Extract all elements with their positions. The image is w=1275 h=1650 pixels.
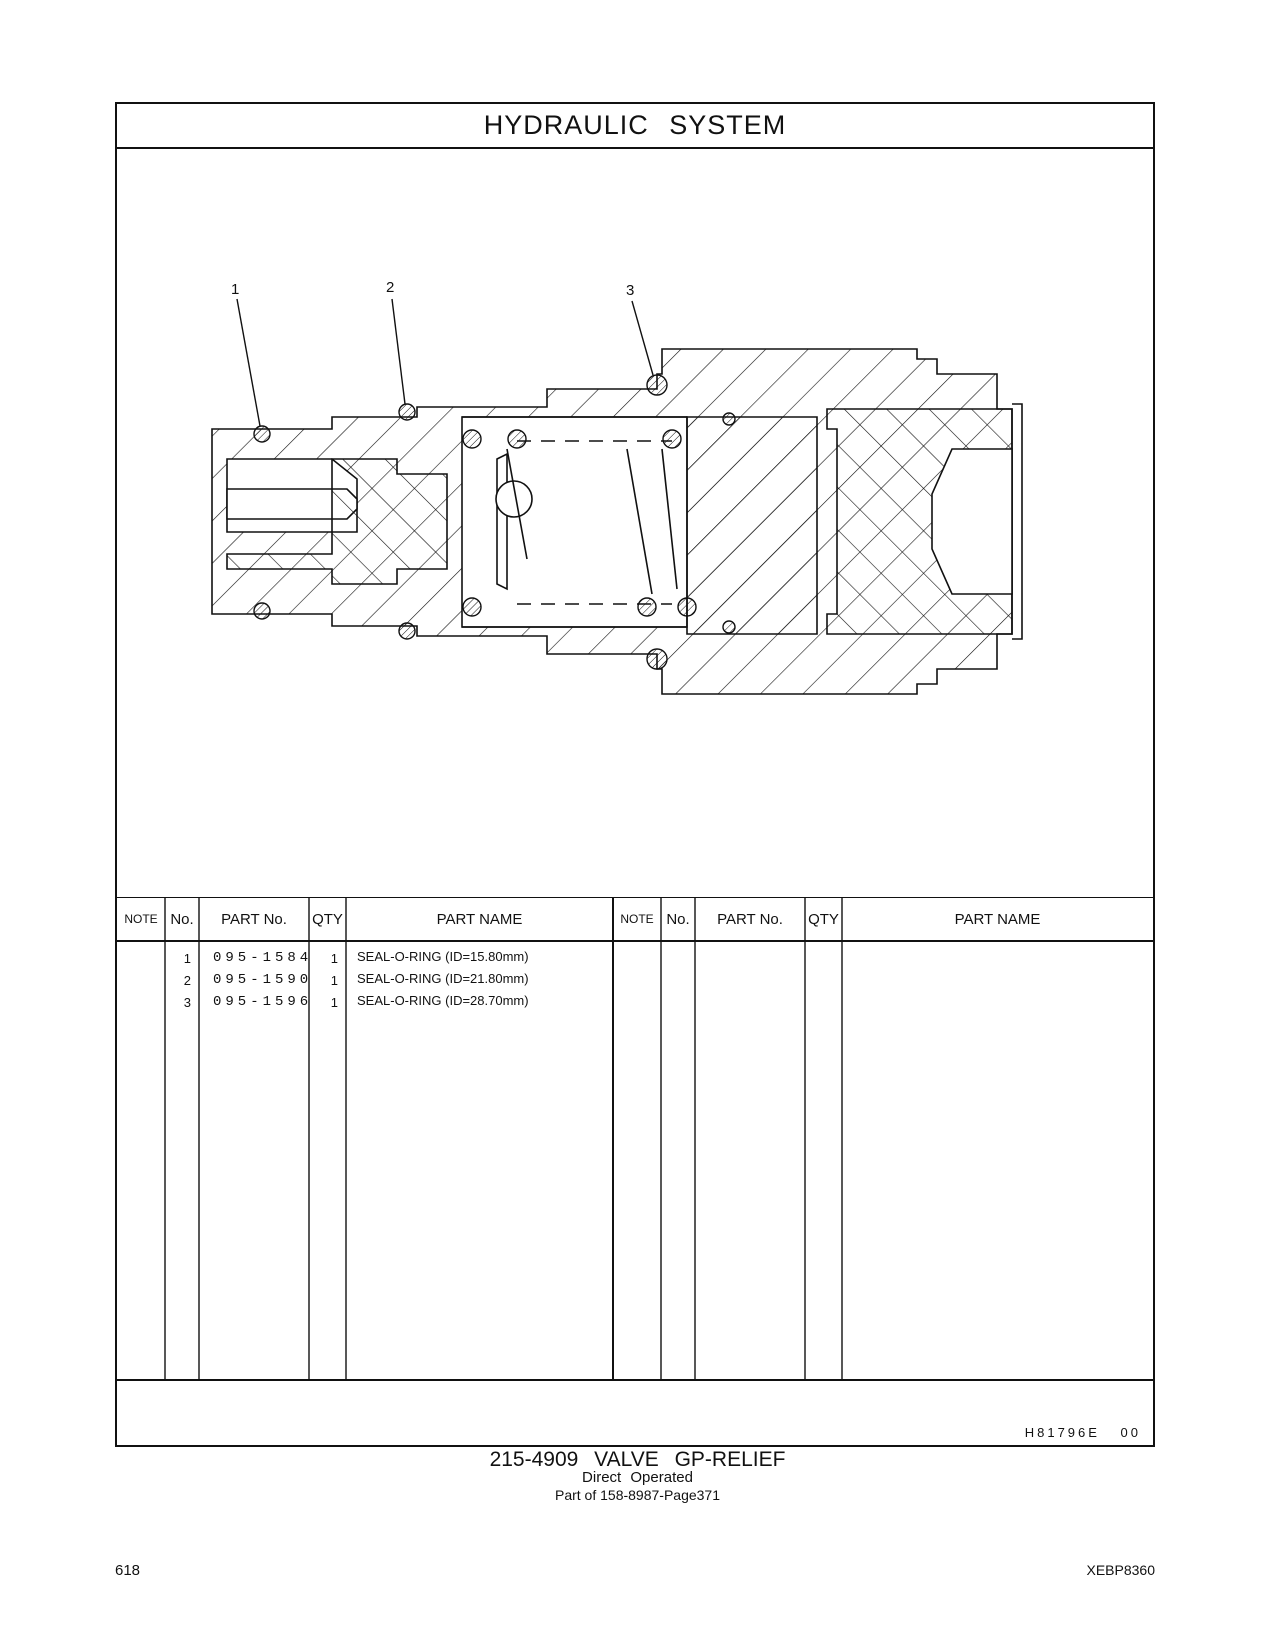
col-partno-left: PART No. xyxy=(221,910,287,928)
callout-1: 1 xyxy=(231,281,239,298)
parts-table: NOTE No. PART No. QTY PART NAME NOTE No.… xyxy=(117,897,1153,1379)
col-partname-right: PART NAME xyxy=(954,910,1041,928)
row-qty: 1 xyxy=(330,951,338,966)
o-ring-3-bottom xyxy=(646,648,668,670)
o-ring-2-top xyxy=(398,403,416,421)
reference-code: H81796E 00 xyxy=(1024,1425,1141,1440)
row-qty: 1 xyxy=(330,973,338,988)
row-part-name: SEAL-O-RING (ID=15.80mm) xyxy=(357,949,529,964)
col-note-right: NOTE xyxy=(620,912,654,926)
o-ring-1-top xyxy=(253,425,271,443)
row-part-no: 095-1596 xyxy=(213,994,313,1010)
footer-band: H81796E 00 xyxy=(117,1379,1153,1445)
row-no: 2 xyxy=(183,973,191,988)
row-qty: 1 xyxy=(330,995,338,1010)
o-ring-2-bottom xyxy=(398,622,416,640)
page-number: 618 xyxy=(115,1562,141,1579)
col-partname-left: PART NAME xyxy=(436,910,523,928)
callout-3: 3 xyxy=(626,282,634,299)
caption-subtitle: Direct Operated xyxy=(582,1469,693,1486)
row-part-no: 095-1590 xyxy=(213,972,313,988)
page-frame: HYDRAULIC SYSTEM xyxy=(115,102,1155,1447)
col-no-right: No. xyxy=(666,910,690,928)
o-ring-3-top xyxy=(646,374,668,396)
col-qty-right: QTY xyxy=(808,910,839,928)
caption-part-of: Part of 158-8987-Page371 xyxy=(554,1487,720,1503)
o-ring-1-bottom xyxy=(253,602,271,620)
title-band: HYDRAULIC SYSTEM xyxy=(117,104,1153,149)
col-no-left: No. xyxy=(170,910,194,928)
col-qty-left: QTY xyxy=(312,910,343,928)
row-part-name: SEAL-O-RING (ID=28.70mm) xyxy=(357,993,529,1008)
caption-title: 215-4909 VALVE GP-RELIEF xyxy=(489,1448,786,1471)
row-no: 3 xyxy=(183,995,191,1010)
col-note-left: NOTE xyxy=(124,912,158,926)
page-title: HYDRAULIC SYSTEM xyxy=(483,110,787,140)
valve-section-drawing: 1 2 3 xyxy=(211,279,1023,695)
row-part-no: 095-1584 xyxy=(213,950,313,966)
row-no: 1 xyxy=(183,951,191,966)
row-part-name: SEAL-O-RING (ID=21.80mm) xyxy=(357,971,529,986)
callout-2: 2 xyxy=(386,279,394,296)
col-partno-right: PART No. xyxy=(717,910,783,928)
document-code: XEBP8360 xyxy=(1086,1562,1156,1578)
